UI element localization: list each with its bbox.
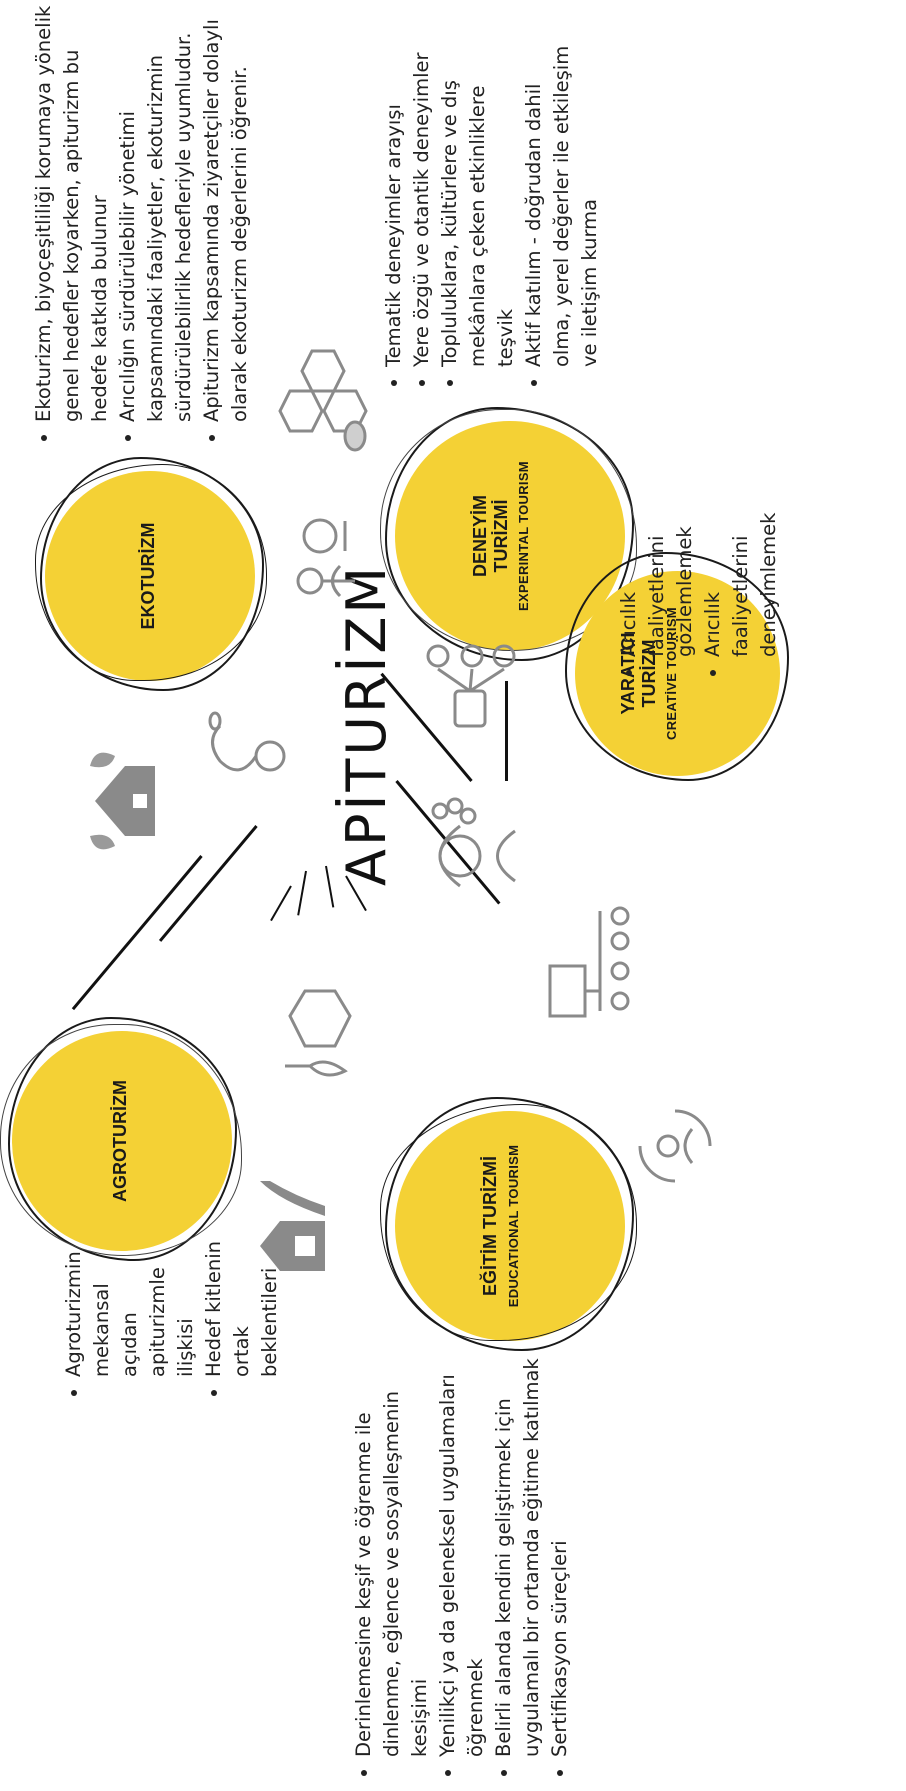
beekeeper-icon (420, 791, 520, 901)
egitim-bullet-2: Yenilikçi ya da geleneksel uygulamaları … (434, 1357, 490, 1757)
location-plant-icon (285, 511, 365, 606)
egitim-title-text: EĞİTİM TURİZMİ (480, 1156, 500, 1296)
deneyim-bullet-3: Topluluklara, kültürlere ve dış mekânlar… (436, 27, 520, 367)
agroturizm-bullet-1: Agroturizmin mekansal açıdan apiturizmle… (60, 1217, 200, 1377)
ekoturizm-bullet-1: Ekoturizm, biyoçeşitliliği korumaya yöne… (30, 0, 114, 422)
person-cycle-icon (630, 1101, 720, 1191)
ekoturizm-bullets: Ekoturizm, biyoçeşitliliği korumaya yöne… (30, 0, 254, 446)
plant-box-icon (265, 981, 365, 1091)
deneyim-title-line2: TURİZMİ (490, 499, 511, 573)
ray-3 (325, 865, 335, 908)
egitim-bullet-1: Derinlemesine keşif ve öğrenme ile dinle… (350, 1357, 434, 1757)
egitim-bullet-4: Sertifikasyon süreçleri (546, 1357, 574, 1758)
deneyim-bullet-2: Yere özgü ve otantik deneyimler (408, 27, 436, 368)
deneyim-bullet-4: Aktif katılım - doğrudan dahil olma, yer… (520, 27, 604, 367)
deneyim-bullets: Tematik deneyimler arayışı Yere özgü ve … (380, 27, 604, 391)
network-people-icon (420, 621, 520, 731)
egitim-subtitle: EDUCATIONAL TOURISM (505, 1144, 521, 1308)
ray-1 (270, 885, 292, 922)
ekoturizm-bullet-2: Arıcılığın sürdürülebilir yönetimi kapsa… (114, 0, 198, 423)
connector-ekoturizm (158, 825, 258, 942)
farm-barn-icon (240, 1176, 335, 1281)
honeycomb-bee-icon (270, 341, 380, 461)
ekoturizm-bullet-3: Apiturizm kapsamında ziyaretçiler dolayl… (198, 0, 254, 422)
deneyim-title-line1: DENEYİM (470, 495, 490, 578)
egitim-bullet-3: Belirli alanda kendini geliştirmek için … (490, 1357, 546, 1757)
egitim-bullets: Derinlemesine keşif ve öğrenme ile dinle… (350, 1357, 574, 1781)
house-leaves-icon (85, 746, 160, 856)
yaratici-bullet-1: Arıcılık faaliyetlerini gözlemlemek (615, 507, 699, 657)
deneyim-subtitle: EXPERINTAL TOURISM (516, 461, 532, 611)
deneyim-title: DENEYİM TURİZMİ EXPERINTAL TOURISM (470, 446, 532, 626)
deneyim-bullet-1: Tematik deneyimler arayışı (380, 27, 408, 367)
connector-agroturizm (71, 855, 203, 1011)
center-title: APİTURİZM (335, 564, 398, 886)
ekoturizm-title: EKOTURİZM (138, 522, 158, 630)
ray-2 (297, 870, 307, 916)
egitim-title: EĞİTİM TURİZMİ EDUCATIONAL TOURISM (480, 1131, 522, 1321)
bee-path-icon (200, 711, 300, 801)
yaratici-bullets: Arıcılık faaliyetlerini gözlemlemek Arıc… (615, 507, 783, 681)
yaratici-bullet-2: Arıcılık faaliyetlerini deneyimlemek (699, 507, 783, 657)
presentation-group-icon (545, 901, 650, 1021)
agroturizm-title: AGROTURİZM (110, 1080, 130, 1202)
